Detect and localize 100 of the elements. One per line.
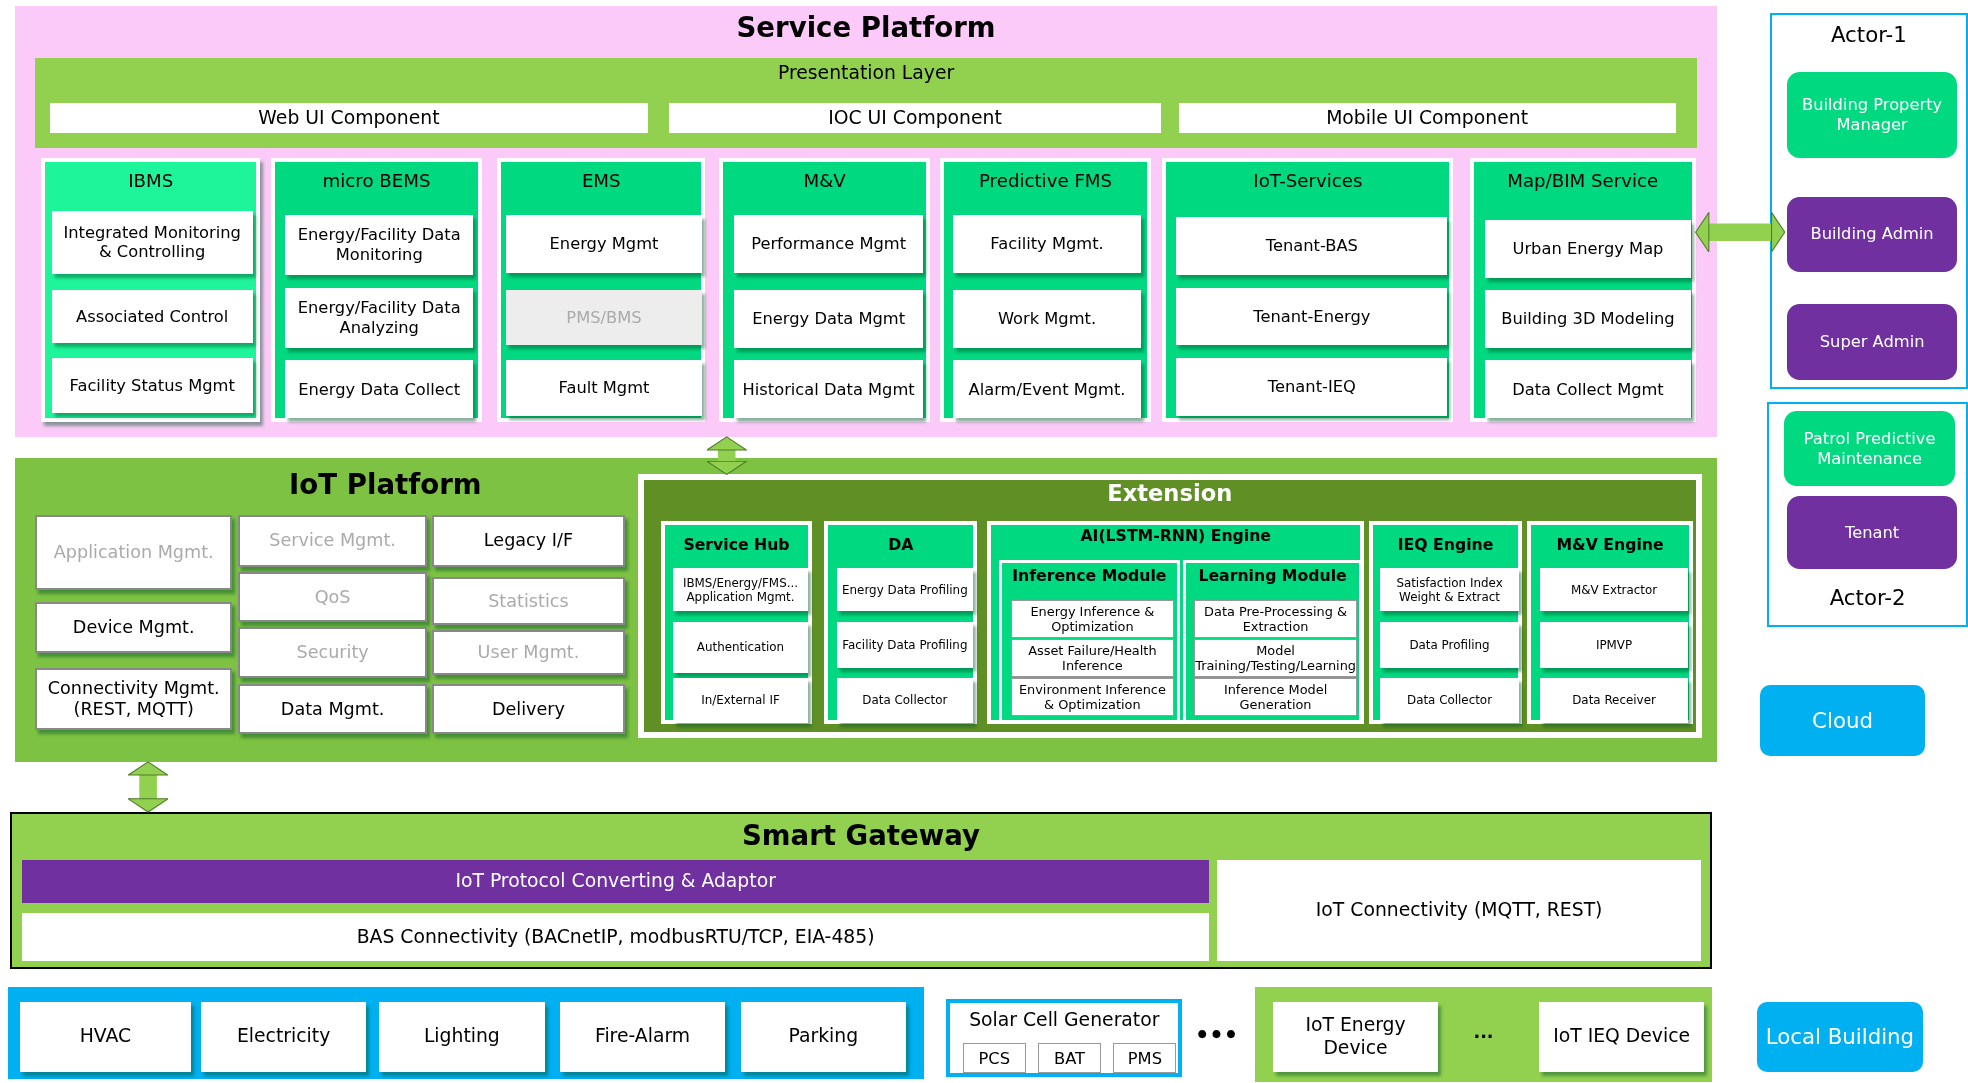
engine-panel bbox=[824, 520, 978, 724]
module-box: Data Receiver bbox=[1540, 677, 1689, 723]
device-band bbox=[7, 986, 924, 1080]
module-box: Data Pre-Processing & Extraction bbox=[1194, 600, 1358, 639]
service-column bbox=[497, 158, 706, 422]
module-box: Energy/Facility Data Analyzing bbox=[285, 287, 474, 348]
service-column bbox=[271, 158, 482, 422]
connectivity-box: BAS Connectivity (BACnetIP, modbusRTU/TCP, EIA-485) bbox=[22, 913, 1210, 961]
extension-panel bbox=[637, 474, 1702, 738]
component-box: Mobile UI Component bbox=[1178, 103, 1676, 134]
ellipsis-text: ... bbox=[1473, 1021, 1494, 1042]
module-box: Work Mgmt. bbox=[952, 290, 1142, 348]
section-title: EMS bbox=[580, 169, 622, 191]
module-box: PMS/BMS bbox=[506, 290, 702, 346]
section-title: Map/BIM Service bbox=[1506, 169, 1660, 191]
ellipsis-text: ••• bbox=[1194, 1021, 1239, 1048]
service-column bbox=[41, 158, 260, 422]
platform-panel bbox=[15, 6, 1717, 437]
role-box: Super Admin bbox=[1786, 304, 1958, 380]
module-box: Energy Data Collect bbox=[285, 360, 474, 419]
section-title: Actor-1 bbox=[1829, 22, 1908, 48]
section-title: DA bbox=[887, 534, 915, 554]
module-box: Integrated Monitoring & Controlling bbox=[51, 211, 253, 274]
device-box: IoT Energy Device bbox=[1272, 1001, 1439, 1072]
module-box: Tenant-Energy bbox=[1176, 287, 1448, 346]
module-box: Security bbox=[238, 627, 427, 678]
module-panel bbox=[999, 559, 1180, 723]
module-box: Model Training/Testing/Learning bbox=[1194, 639, 1358, 677]
module-box: Fault Mgmt bbox=[506, 360, 702, 416]
section-title: IoT Platform bbox=[288, 468, 483, 502]
section-title: IEQ Engine bbox=[1396, 534, 1495, 554]
module-box: Facility Status Mgmt bbox=[51, 358, 253, 414]
role-box: Building Property Manager bbox=[1786, 72, 1958, 158]
module-box: Historical Data Mgmt bbox=[734, 360, 923, 419]
module-box: Asset Failure/Health Inference bbox=[1010, 639, 1174, 677]
module-box: Authentication bbox=[672, 622, 809, 673]
section-title: Solar Cell Generator bbox=[968, 1009, 1161, 1031]
module-box: Connectivity Mgmt. (REST, MQTT) bbox=[35, 667, 233, 731]
module-box: Tenant-BAS bbox=[1176, 217, 1448, 276]
module-box: IBMS/Energy/FMS... Application Mgmt. bbox=[672, 568, 809, 612]
module-box: Building 3D Modeling bbox=[1485, 290, 1691, 348]
module-box: Tenant-IEQ bbox=[1176, 358, 1448, 416]
section-title: Actor-2 bbox=[1828, 585, 1907, 611]
module-box: Delivery bbox=[431, 684, 626, 735]
device-box: Fire-Alarm bbox=[559, 1001, 726, 1072]
module-box: Data Collect Mgmt bbox=[1485, 360, 1691, 419]
section-title: Inference Module bbox=[1011, 566, 1168, 586]
device-box: Lighting bbox=[379, 1001, 545, 1072]
engine-panel bbox=[661, 520, 812, 724]
device-box: IoT IEQ Device bbox=[1538, 1001, 1705, 1072]
engine-panel bbox=[987, 520, 1364, 724]
module-box: Satisfaction Index Weight & Extract bbox=[1380, 568, 1519, 612]
module-box: In/External IF bbox=[672, 677, 809, 723]
module-box: Urban Energy Map bbox=[1485, 219, 1691, 278]
tier-badge: Cloud bbox=[1759, 685, 1926, 756]
connectivity-box: IoT Connectivity (MQTT, REST) bbox=[1216, 860, 1702, 961]
section-title: Smart Gateway bbox=[740, 819, 981, 852]
module-box: Energy Inference & Optimization bbox=[1010, 600, 1174, 639]
section-title: M&V bbox=[802, 169, 847, 191]
module-box: Device Mgmt. bbox=[35, 602, 233, 653]
device-box: Parking bbox=[740, 1001, 907, 1072]
module-box: Facility Mgmt. bbox=[952, 214, 1142, 273]
module-box: User Mgmt. bbox=[431, 630, 626, 676]
module-panel bbox=[1183, 559, 1362, 723]
section-title: AI(LSTM-RNN) Engine bbox=[1079, 525, 1272, 545]
component-box: Web UI Component bbox=[50, 103, 648, 134]
module-box: Performance Mgmt bbox=[734, 214, 923, 273]
part-box: PMS bbox=[1113, 1043, 1177, 1074]
role-box: Patrol Predictive Maintenance bbox=[1784, 411, 1955, 487]
section-title: Service Platform bbox=[735, 11, 997, 45]
layer-panel bbox=[35, 57, 1697, 149]
section-title: IoT-Services bbox=[1252, 169, 1364, 191]
role-box: Tenant bbox=[1786, 496, 1958, 570]
module-box: M&V Extractor bbox=[1540, 568, 1689, 612]
module-box: Energy Data Mgmt bbox=[734, 290, 923, 348]
module-box: Legacy I/F bbox=[431, 514, 626, 568]
module-box: Data Collector bbox=[1380, 677, 1519, 723]
device-band bbox=[1255, 986, 1712, 1082]
part-box: PCS bbox=[962, 1043, 1026, 1074]
module-box: IPMVP bbox=[1540, 622, 1689, 668]
module-box: Facility Data Profiling bbox=[837, 622, 973, 668]
section-title: micro BEMS bbox=[321, 169, 432, 191]
section-title: Presentation Layer bbox=[776, 61, 956, 83]
engine-panel bbox=[1369, 520, 1523, 724]
module-box: Alarm/Event Mgmt. bbox=[952, 360, 1142, 419]
module-box: QoS bbox=[238, 572, 427, 623]
platform-panel bbox=[15, 458, 1717, 762]
module-box: Energy Data Profiling bbox=[837, 568, 973, 612]
section-title: M&V Engine bbox=[1555, 534, 1665, 554]
gateway-panel bbox=[10, 812, 1712, 969]
module-box: Application Mgmt. bbox=[35, 514, 233, 590]
module-box: Data Profiling bbox=[1380, 622, 1519, 668]
module-box: Environment Inference & Optimization bbox=[1010, 678, 1174, 716]
service-column bbox=[719, 158, 931, 422]
tier-badge: Local Building bbox=[1757, 1001, 1923, 1072]
double-arrow bbox=[706, 436, 748, 475]
device-box: Electricity bbox=[200, 1001, 367, 1072]
module-box: Statistics bbox=[431, 577, 626, 625]
actor-panel bbox=[1769, 12, 1968, 390]
generator-panel bbox=[946, 999, 1183, 1077]
